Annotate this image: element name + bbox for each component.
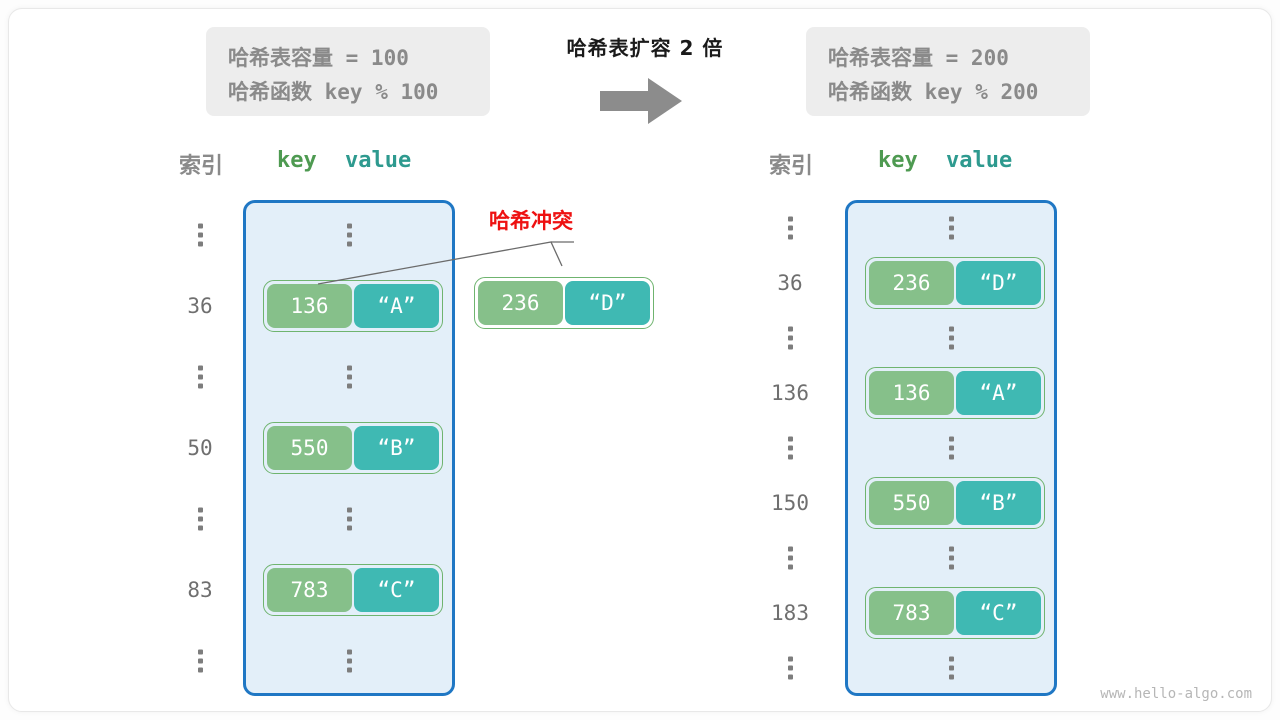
right-index-ellipsis [755, 216, 825, 240]
left-index-value: 36 [187, 294, 213, 319]
entry-value: “C” [956, 591, 1041, 636]
right-index-value: 136 [771, 380, 809, 405]
right-arrow-icon [600, 78, 682, 128]
left-table-row[interactable]: 550“B” [263, 422, 443, 474]
entry-value: “B” [354, 426, 439, 470]
right-table-row[interactable]: 550“B” [865, 477, 1045, 530]
left-bucket-ellipsis [314, 507, 384, 531]
right-index-ellipsis [755, 436, 825, 460]
diagram-card [8, 8, 1272, 712]
left-index-ellipsis [165, 365, 235, 389]
right-header-value: value [946, 148, 1013, 173]
left-bucket-ellipsis [314, 649, 384, 673]
left-bucket-ellipsis [314, 365, 384, 389]
right-table-row[interactable]: 236“D” [865, 256, 1045, 309]
right-bucket-ellipsis [916, 546, 986, 570]
right-bucket-ellipsis [916, 326, 986, 350]
entry-key: 136 [869, 370, 954, 415]
right-bucket-ellipsis [916, 216, 986, 240]
left-index-ellipsis [165, 649, 235, 673]
right-table-row[interactable]: 136“A” [865, 366, 1045, 419]
entry-value: “D” [956, 260, 1041, 305]
right-header-key: key [878, 148, 918, 173]
right-index-ellipsis [755, 656, 825, 680]
watermark: www.hello-algo.com [1100, 686, 1252, 702]
entry-value: “C” [354, 567, 439, 612]
capacity-line-before: 哈希表容量 = 100 [228, 46, 409, 70]
left-header-key: key [277, 148, 317, 173]
resize-title: 哈希表扩容 2 倍 [566, 36, 724, 60]
right-bucket-ellipsis [916, 436, 986, 460]
entry-value: “A” [956, 370, 1041, 415]
entry-key: 136 [267, 284, 352, 329]
capacity-line-after: 哈希表容量 = 200 [828, 46, 1009, 70]
right-index-value: 150 [771, 491, 809, 516]
left-index-ellipsis [165, 507, 235, 531]
right-header-index: 索引 [768, 154, 813, 179]
left-table-row[interactable]: 783“C” [263, 563, 443, 616]
left-bucket-ellipsis [314, 223, 384, 247]
right-index-ellipsis [755, 326, 825, 350]
entry-key: 783 [869, 591, 954, 636]
entry-key: 236 [869, 260, 954, 305]
hash-function-line-after: 哈希函数 key % 200 [828, 80, 1039, 104]
left-header-value: value [345, 148, 412, 173]
entry-value: “D” [565, 281, 650, 325]
info-box-after: 哈希表容量 = 200 哈希函数 key % 200 [806, 27, 1090, 116]
info-box-before: 哈希表容量 = 100 哈希函数 key % 100 [206, 27, 490, 116]
left-index-value: 50 [187, 436, 213, 460]
left-header-index: 索引 [178, 154, 223, 179]
collision-label: 哈希冲突 [489, 209, 573, 233]
left-index-ellipsis [165, 223, 235, 247]
entry-key: 550 [267, 426, 352, 470]
collision-floating-entry[interactable]: 236 “D” [474, 277, 654, 329]
entry-key: 236 [478, 281, 563, 325]
hash-function-line-before: 哈希函数 key % 100 [228, 80, 439, 104]
entry-value: “B” [956, 481, 1041, 526]
right-bucket-ellipsis [916, 656, 986, 680]
entry-value: “A” [354, 284, 439, 329]
entry-key: 783 [267, 567, 352, 612]
left-table-row[interactable]: 136“A” [263, 280, 443, 333]
right-index-ellipsis [755, 546, 825, 570]
right-table-row[interactable]: 783“C” [865, 587, 1045, 640]
left-index-value: 83 [187, 577, 213, 602]
right-index-value: 36 [777, 270, 803, 295]
right-index-value: 183 [771, 601, 809, 626]
entry-key: 550 [869, 481, 954, 526]
